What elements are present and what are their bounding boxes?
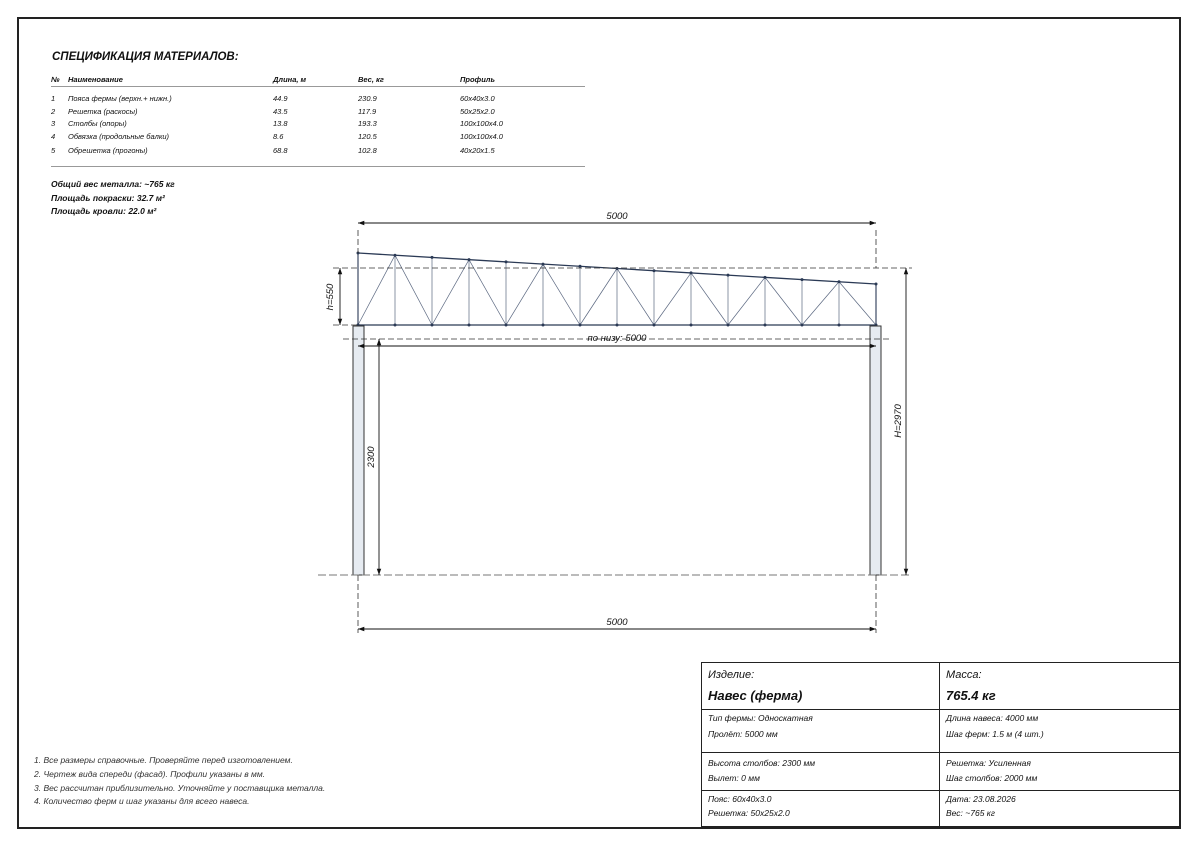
truss-node (652, 323, 656, 327)
truss-diagonal (468, 259, 507, 326)
dim-bottom-chord-text: по низу: 5000 (588, 333, 648, 344)
truss-diagonal (579, 268, 618, 326)
truss-node (763, 275, 767, 279)
truss-diagonal (394, 255, 433, 326)
spec-summary: Общий вес металла: ~765 кг Площадь покра… (51, 178, 175, 219)
truss-diagonal (431, 259, 470, 326)
truss-node (430, 323, 434, 327)
truss-node (430, 255, 434, 259)
mass-label: Масса: (946, 669, 982, 681)
roof-area: Площадь кровли: 22.0 м² (51, 206, 157, 216)
truss-diagonal (690, 272, 729, 326)
chord-profile: Пояс: 60x40x3.0 (708, 794, 772, 804)
col-weight: Вес, кг (358, 72, 460, 87)
note-2: 2. Чертеж вида спереди (фасад). Профили … (34, 768, 266, 779)
truss-node (689, 271, 693, 275)
truss-diagonal (542, 263, 581, 326)
truss-diagonal (838, 281, 877, 326)
spec-title: СПЕЦИФИКАЦИЯ МАТЕРИАЛОВ: (52, 51, 239, 63)
col-length: Длина, м (273, 72, 358, 87)
truss-diagonal (357, 255, 396, 326)
col-number: № (51, 72, 68, 87)
truss-node (800, 278, 804, 282)
truss-node (504, 260, 508, 264)
dim-top-text: 5000 (606, 211, 628, 222)
truss-node (726, 273, 730, 277)
truss-node (504, 323, 508, 327)
left-post (352, 325, 365, 576)
truss-node (837, 323, 841, 327)
total-weight: Общий вес металла: ~765 кг (51, 179, 175, 189)
truss-diagonal (727, 277, 766, 326)
truss-node (393, 323, 397, 327)
right-post (869, 325, 882, 576)
note-1: 1. Все размеры справочные. Проверяйте пе… (34, 755, 293, 765)
dim-truss-height-text: h=550 (325, 283, 336, 310)
truss-node (467, 323, 471, 327)
paint-area: Площадь покраски: 32.7 м² (51, 192, 165, 203)
dim-base-text: 5000 (606, 617, 628, 628)
span: Пролёт: 5000 мм (708, 729, 778, 739)
truss-step: Шаг ферм: 1.5 м (4 шт.) (946, 729, 1044, 739)
title-block: Изделие: Навес (ферма) Масса: 765.4 кг Т… (701, 662, 1180, 827)
truss-node (726, 323, 730, 327)
truss-node (652, 269, 656, 273)
truss-node (874, 282, 878, 286)
truss-node (541, 323, 545, 327)
truss-node (578, 264, 582, 268)
truss-diagonal (801, 281, 840, 326)
col-profile: Профиль (460, 72, 585, 87)
truss-node (763, 323, 767, 327)
truss-node (800, 323, 804, 327)
truss-node (615, 267, 619, 270)
col-name: Наименование (68, 72, 273, 87)
total-weight-tb: Вес: ~765 кг (946, 808, 995, 818)
truss-node (615, 323, 619, 327)
truss-node (578, 323, 582, 327)
canopy-length: Длина навеса: 4000 мм (946, 713, 1039, 723)
truss-diagonal (616, 268, 655, 326)
note-4: 4. Количество ферм и шаг указаны для все… (34, 796, 250, 807)
truss-node (467, 258, 471, 262)
mass-value: 765.4 кг (946, 688, 996, 703)
product-name: Навес (ферма) (708, 688, 803, 703)
note-3: 3. Вес рассчитан приблизительно. Уточняй… (34, 782, 326, 793)
lattice-type: Решетка: Усиленная (946, 758, 1031, 768)
spec-header-row: № Наименование Длина, м Вес, кг Профиль (51, 72, 585, 87)
post-height: Высота столбов: 2300 мм (708, 758, 816, 768)
drawing-notes: 1. Все размеры справочные. Проверяйте пе… (34, 754, 325, 809)
truss-node (393, 253, 397, 257)
truss-node (541, 262, 545, 266)
truss-diagonal (653, 272, 692, 326)
dim-post-height-text: 2300 (366, 446, 377, 469)
product-label: Изделие: (708, 669, 755, 681)
truss-node (689, 323, 693, 327)
dim-total-height-text: H=2970 (893, 404, 904, 438)
truss-diagonal (764, 277, 803, 326)
truss-node (837, 280, 841, 284)
truss-lattice (357, 255, 877, 326)
date: Дата: 23.08.2026 (946, 794, 1016, 804)
spec-table: № Наименование Длина, м Вес, кг Профиль … (51, 72, 585, 168)
extension-lines (333, 230, 912, 633)
post-step: Шаг столбов: 2000 мм (946, 773, 1038, 783)
truss-diagonal (505, 263, 544, 326)
truss-type: Тип фермы: Односкатная (708, 713, 813, 723)
lattice-profile: Решетка: 50x25x2.0 (708, 808, 790, 818)
drawing-frame (17, 17, 1181, 829)
truss-nodes (356, 251, 878, 327)
overhang: Вылет: 0 мм (708, 773, 760, 783)
